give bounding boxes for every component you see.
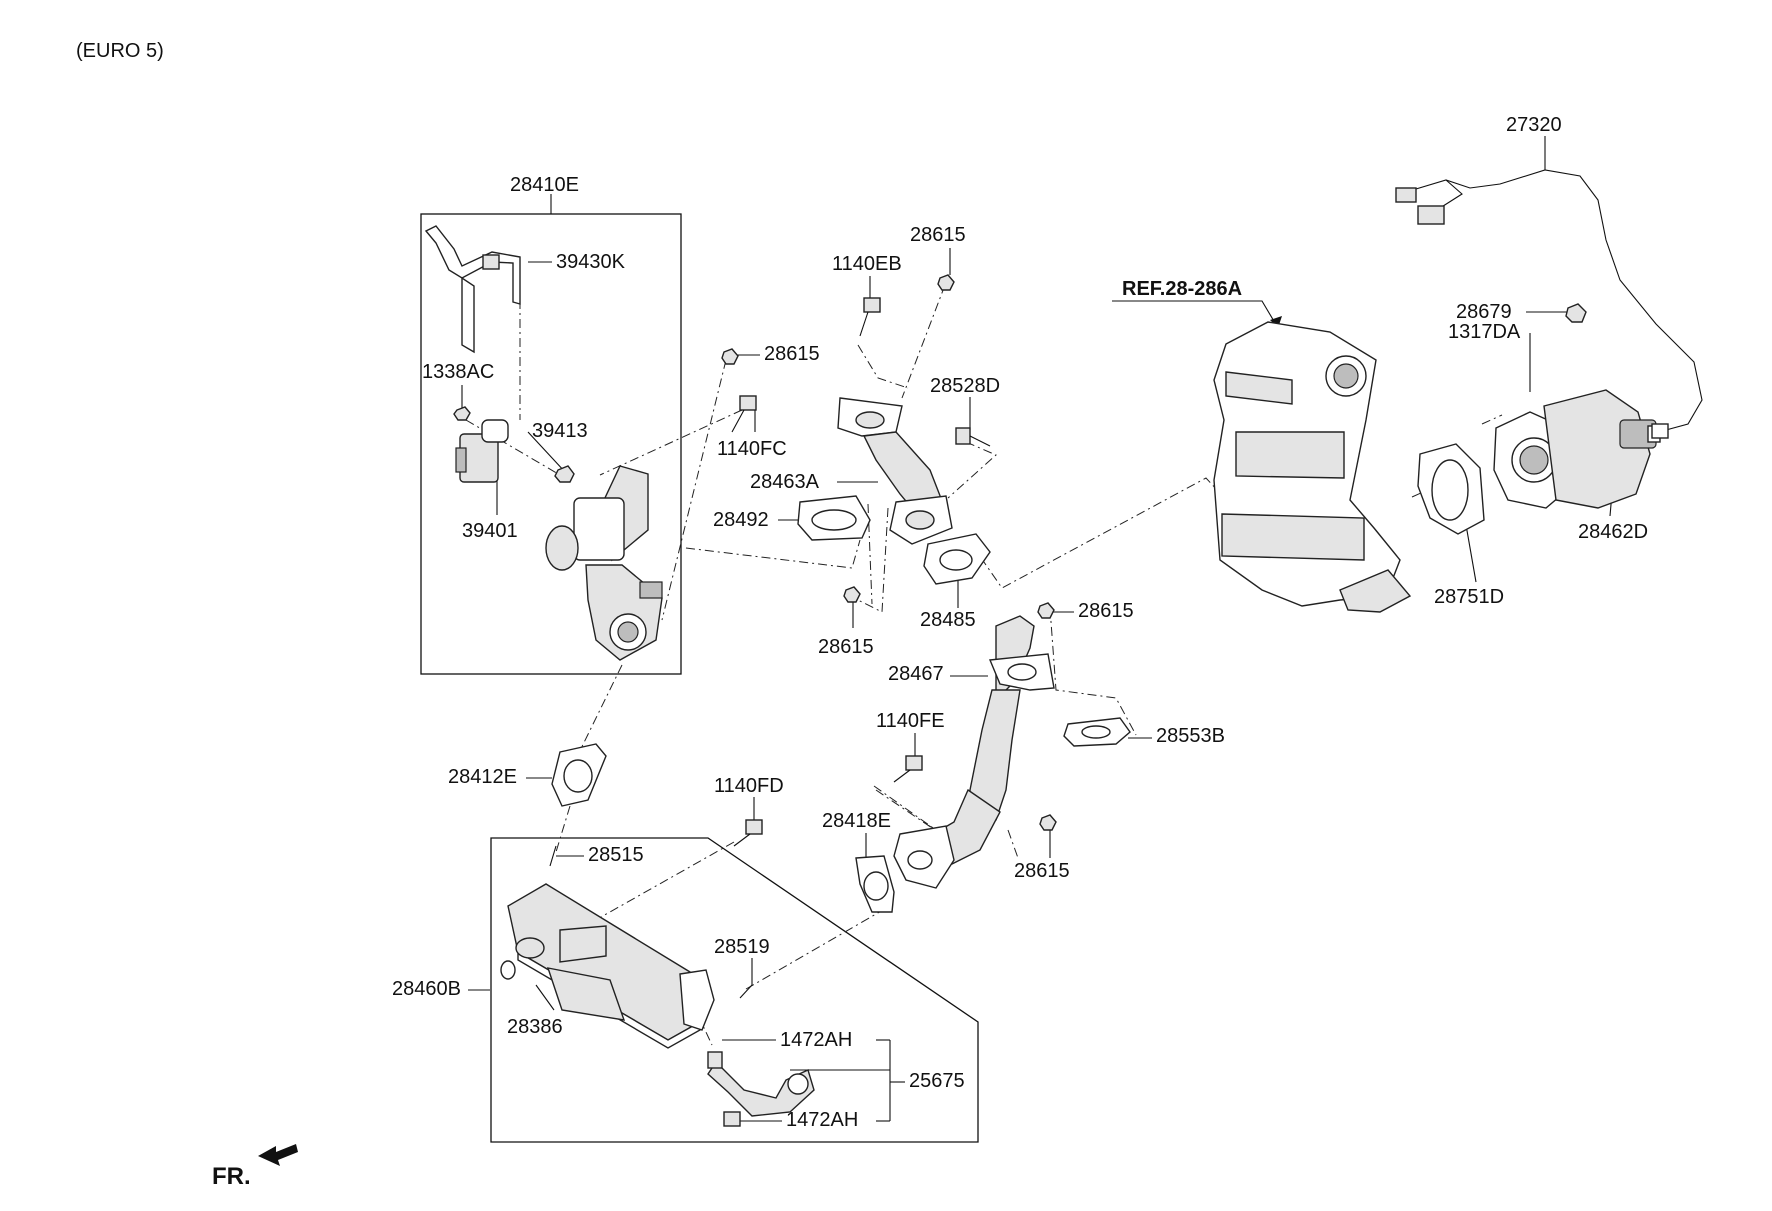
part-label-28463A[interactable]: 28463A [750,471,820,493]
clamp-1472ah-b[interactable] [723,1111,741,1127]
part-label-28751D[interactable]: 28751D [1434,586,1504,608]
variant-label: (EURO 5) [76,40,164,62]
part-label-27320[interactable]: 27320 [1506,114,1562,136]
egr-valve-actuator-28462d[interactable] [1493,389,1661,509]
part-label-28615-d[interactable]: 28615 [1078,600,1134,622]
egr-pipe-28467[interactable] [893,615,1055,889]
part-label-28462D[interactable]: 28462D [1578,521,1648,543]
part-label-1338AC[interactable]: 1338AC [422,361,494,383]
nut-28615-c[interactable] [843,586,861,603]
gasket-28418e[interactable] [855,855,895,913]
o-ring-28386[interactable] [500,960,516,980]
part-label-1472AH-a[interactable]: 1472AH [780,1029,852,1051]
vacuum-hose-39430k[interactable] [424,225,521,354]
part-label-28460B[interactable]: 28460B [392,978,461,1000]
nut-28615-e[interactable] [1039,814,1057,831]
wiring-harness-27320[interactable] [1395,169,1703,439]
stud-28515[interactable] [549,845,557,867]
gasket-28485[interactable] [923,533,991,585]
part-label-28410E[interactable]: 28410E [510,174,579,196]
part-label-1140FE[interactable]: 1140FE [876,710,945,732]
part-label-28615-c[interactable]: 28615 [818,636,874,658]
part-label-39430K[interactable]: 39430K [556,251,626,273]
nut-28679[interactable] [1565,303,1587,323]
bolt-1140fe[interactable] [893,755,923,783]
part-label-1472AH-b[interactable]: 1472AH [786,1109,858,1131]
egr-cooler-28460b[interactable] [507,883,715,1049]
clamp-1472ah-a[interactable] [707,1051,723,1069]
egr-valve-body[interactable] [545,465,663,661]
part-label-28615-a[interactable]: 28615 [764,343,820,365]
part-label-28679[interactable]: 28679 [1456,301,1512,323]
part-label-28528D[interactable]: 28528D [930,375,1000,397]
bolt-1140eb[interactable] [859,297,881,337]
nut-28615-b[interactable] [937,274,955,291]
part-label-28485[interactable]: 28485 [920,609,976,631]
part-label-25675[interactable]: 25675 [909,1070,965,1092]
part-label-28492[interactable]: 28492 [713,509,769,531]
part-label-1140EB[interactable]: 1140EB [832,253,902,275]
nut-28615-a[interactable] [721,348,739,365]
part-label-28467[interactable]: 28467 [888,663,944,685]
part-label-28412E[interactable]: 28412E [448,766,517,788]
solenoid-valve-39401[interactable] [455,419,509,483]
catalytic-converter-ref [1213,321,1412,613]
egr-pipe-28463a[interactable] [837,397,953,545]
part-label-28519[interactable]: 28519 [714,936,770,958]
part-label-1140FC[interactable]: 1140FC [717,438,787,460]
part-label-28615-e[interactable]: 28615 [1014,860,1070,882]
part-label-1140FD[interactable]: 1140FD [714,775,784,797]
front-arrow-icon [258,1144,298,1166]
stud-28519[interactable] [739,984,753,999]
part-label-28615-b[interactable]: 28615 [910,224,966,246]
bolt-28528d[interactable] [955,427,991,447]
part-label-28386[interactable]: 28386 [507,1016,563,1038]
part-label-39413[interactable]: 39413 [532,420,588,442]
hose-25675[interactable] [707,1060,815,1117]
gasket-28553b[interactable] [1063,717,1131,747]
reference-label[interactable]: REF.28-286A [1122,278,1242,300]
nut-1338ac[interactable] [453,406,471,421]
egr-cooler-assembly-box [490,837,979,1143]
part-label-39401[interactable]: 39401 [462,520,518,542]
part-label-28553B[interactable]: 28553B [1156,725,1225,747]
part-label-28515[interactable]: 28515 [588,844,644,866]
gasket-28751d[interactable] [1417,443,1485,535]
stud-1140fd[interactable] [733,819,763,847]
nut-39413[interactable] [554,465,575,483]
front-direction-label: FR. [212,1163,251,1190]
gasket-28412e[interactable] [551,743,607,807]
part-label-1317DA[interactable]: 1317DA [1448,321,1521,343]
gasket-28492[interactable] [797,495,871,541]
nut-28615-d[interactable] [1037,602,1055,619]
bolt-1140fc[interactable] [731,395,757,433]
part-label-28418E[interactable]: 28418E [822,810,891,832]
